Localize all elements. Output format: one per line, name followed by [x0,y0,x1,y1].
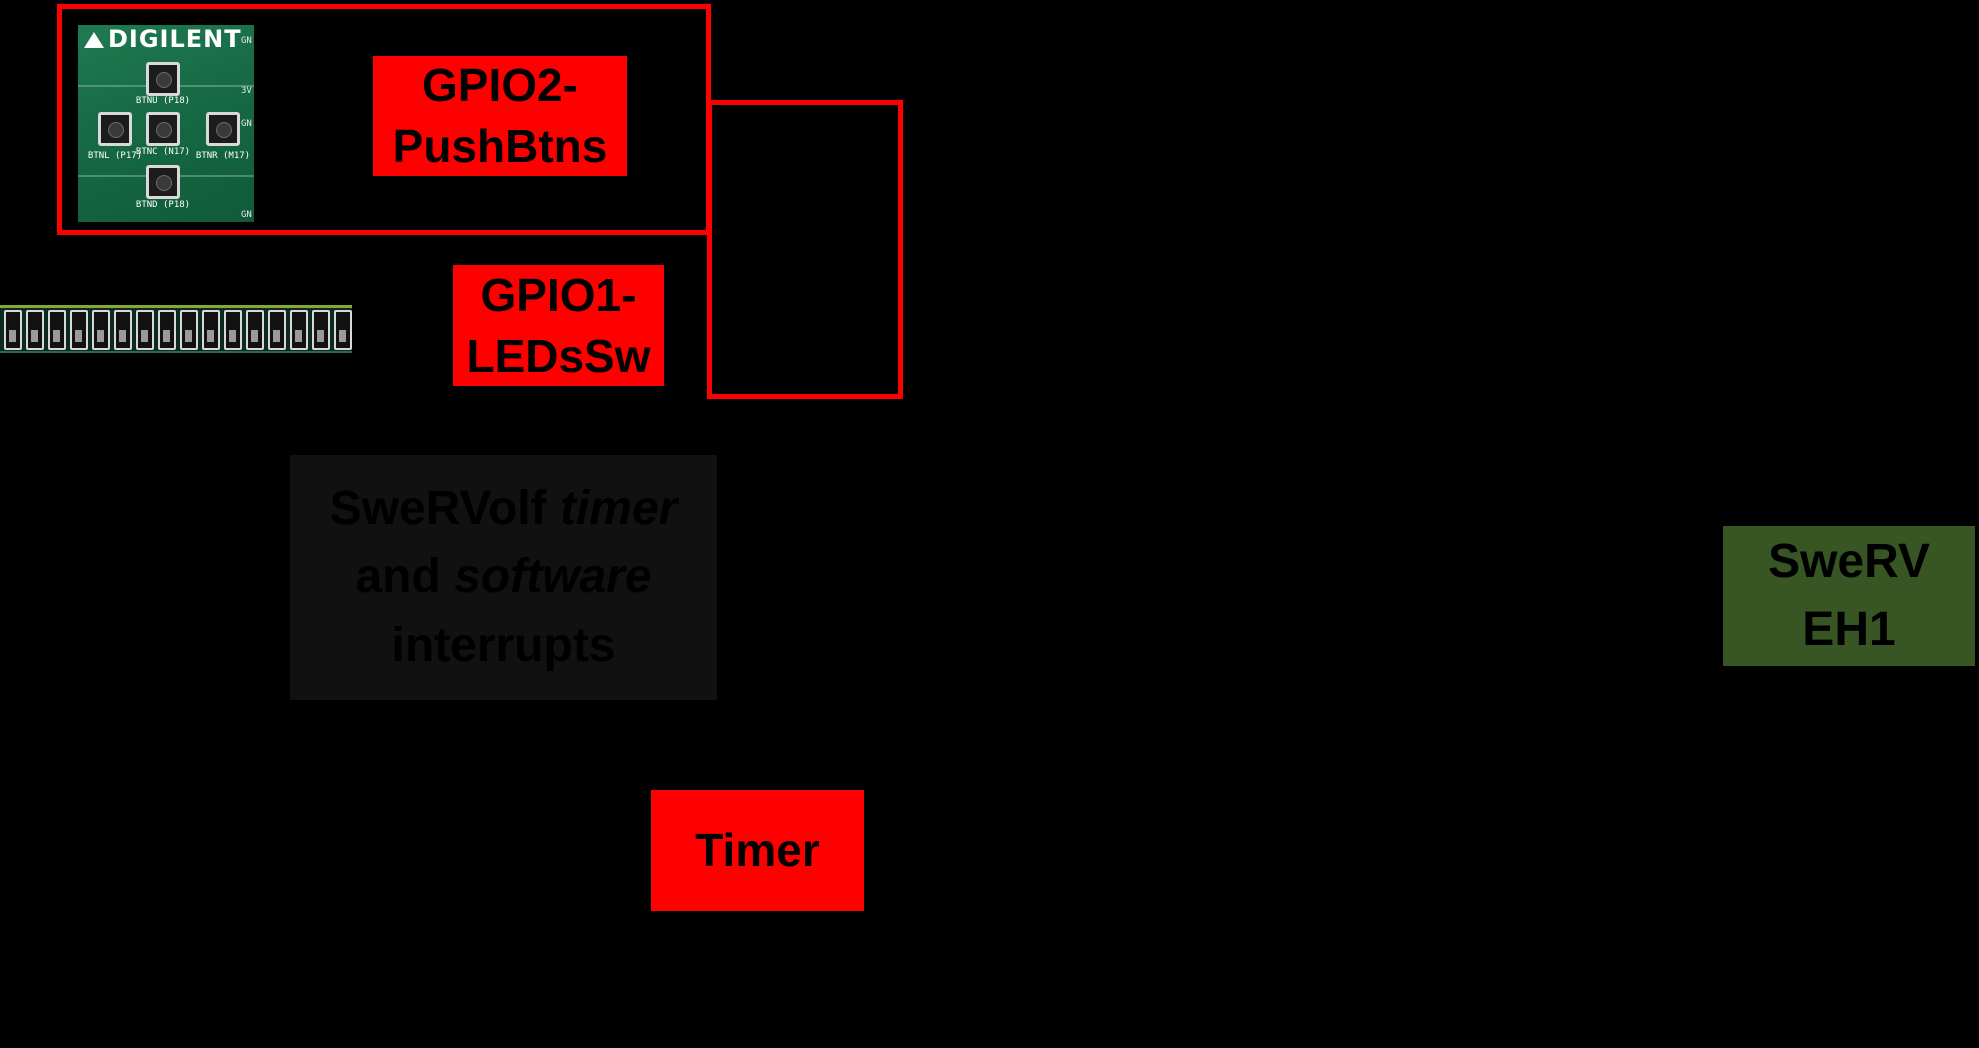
timer-block: Timer [651,790,864,911]
btnl-label: BTNL (P17) [87,151,143,161]
gpio2-label-line1: GPIO2- [422,59,578,112]
gpio2-pushbtns-block: GPIO2- PushBtns [373,56,627,176]
gpio1-ledssw-block: GPIO1- LEDsSw [453,265,664,386]
board-side-mark: GN [241,119,252,129]
gpio1-label-line1: GPIO1- [480,268,637,321]
connector-frame [707,100,903,399]
btnu-button-image [146,62,180,96]
board-side-mark: GN [241,36,252,46]
slide-switch-image [136,309,154,350]
slide-switch-image [202,309,220,350]
btnr-button-image [206,112,240,146]
btnd-label: BTND (P18) [135,200,191,210]
core-label-line1: SweRV [1768,534,1930,588]
btnc-button-image [146,112,180,146]
timer-label: Timer [695,824,820,877]
slide-switch-image [290,309,308,350]
slide-switch-image [312,309,330,350]
slide-switch-image [224,309,242,350]
core-label-line2: EH1 [1802,603,1896,656]
slide-switch-image [246,309,264,350]
interrupts-line1: SweRVolf timer [330,475,678,543]
slide-switch-image [92,309,110,350]
slide-switch-image [48,309,66,350]
slide-switch-image [158,309,176,350]
slide-switch-image [268,309,286,350]
interrupts-line3: interrupts [391,618,616,672]
pushbutton-board-photo: DIGILENT BTNU (P18) BTNL (P17) BTNC (N17… [78,25,254,222]
slide-switch-image [114,309,132,350]
interrupts-line2: and software [330,543,678,611]
digilent-logo: DIGILENT [84,25,242,53]
slide-switch-image [4,309,22,350]
board-side-mark: GN [241,210,252,220]
slide-switch-image [180,309,198,350]
interrupts-block: SweRVolf timer and software interrupts [290,455,717,700]
slide-switch-image [334,309,352,350]
interrupts-line2-italic: software [454,550,652,604]
gpio2-label-line2: PushBtns [392,120,608,172]
slide-switch-image [26,309,44,350]
gpio1-label-line2: LEDsSw [466,329,651,382]
btnd-button-image [146,165,180,199]
swerv-eh1-core-block: SweRV EH1 [1723,526,1975,666]
btnl-button-image [98,112,132,146]
interrupts-line1-italic: timer [559,482,678,536]
btnu-label: BTNU (P18) [135,96,191,106]
slide-switch-image [70,309,88,350]
board-side-mark: 3V [241,86,252,96]
btnr-label: BTNR (M17) [195,151,251,161]
btnc-label: BTNC (N17) [135,147,191,157]
interrupts-line1-text: SweRVolf [329,482,560,536]
interrupts-line2-text: and [355,550,455,604]
switch-strip-photo [0,305,352,353]
